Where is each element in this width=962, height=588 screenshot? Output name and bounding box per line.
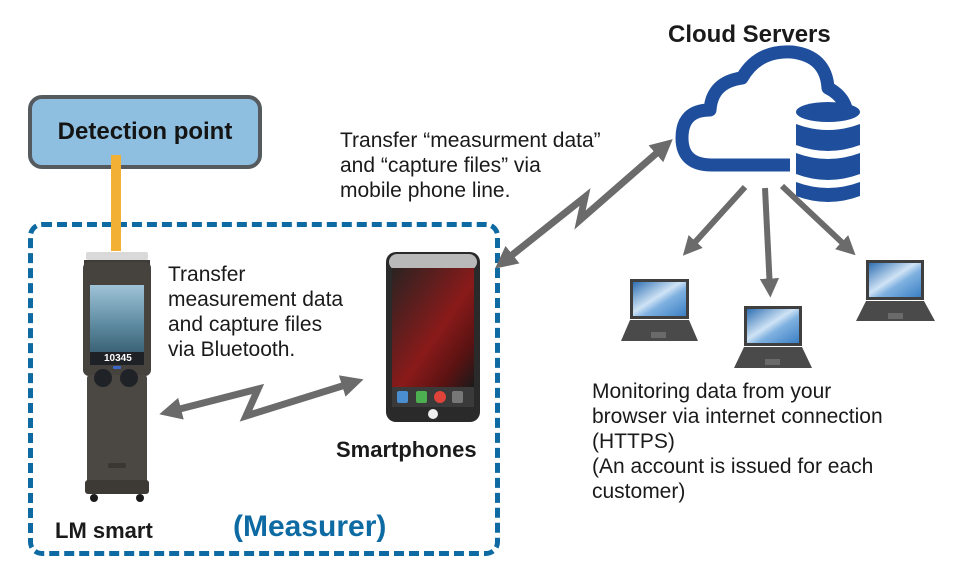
laptop-right <box>856 260 935 321</box>
browser-note-line: (An account is issued for each <box>592 455 874 478</box>
browser-note-line: browser via internet connection <box>592 405 883 428</box>
cloud-icon <box>675 45 853 172</box>
bluetooth-arrow <box>159 375 364 422</box>
mail-app-icon <box>397 391 408 403</box>
database-icon <box>796 102 860 202</box>
detection-point-box: Detection point <box>28 95 262 169</box>
arrow-to-laptop-center <box>759 187 780 298</box>
browser-note-line: (HTTPS) <box>592 430 675 453</box>
browser-access-note: Monitoring data from your browser via in… <box>592 379 883 504</box>
browser-note-line: customer) <box>592 480 686 503</box>
lm-smart-readout: 10345 <box>104 353 132 364</box>
lm-smart-button-left <box>94 369 112 387</box>
detection-point-label: Detection point <box>57 118 233 145</box>
cloud-servers-title: Cloud Servers <box>668 21 831 48</box>
bluetooth-note-line: measurement data <box>168 288 344 311</box>
lm-smart-device <box>83 252 151 502</box>
lm-smart-screen <box>90 285 144 365</box>
browser-app-icon <box>434 391 446 403</box>
bluetooth-note-line: and capture files <box>168 313 323 336</box>
arrow-to-laptop-left <box>682 184 748 256</box>
measurer-label: (Measurer) <box>233 510 387 543</box>
laptop-center <box>734 306 812 368</box>
phone-app-icon <box>416 391 427 403</box>
mobile-line-arrow <box>494 139 673 269</box>
browser-note-line: Monitoring data from your <box>592 380 832 403</box>
mobile-note-line: Transfer “measurment data” <box>340 129 601 152</box>
laptop-left <box>621 279 698 341</box>
bluetooth-note-line: Transfer <box>168 263 246 286</box>
mobile-note-line: and “capture files” via <box>340 154 541 177</box>
mobile-note-line: mobile phone line. <box>340 179 511 202</box>
detection-connector <box>111 155 121 251</box>
mobile-line-note: Transfer “measurment data” and “capture … <box>340 128 601 203</box>
smartphone-device <box>386 252 480 422</box>
bluetooth-note-line: via Bluetooth. <box>168 338 296 361</box>
home-button <box>428 409 438 419</box>
measurer-group-box <box>28 222 500 556</box>
smartphones-label: Smartphones <box>336 437 477 462</box>
arrow-to-laptop-right <box>779 183 856 256</box>
bluetooth-note: Transfer measurement data and capture fi… <box>168 262 343 362</box>
lm-smart-label: LM smart <box>55 518 153 543</box>
lm-smart-button-right <box>120 369 138 387</box>
